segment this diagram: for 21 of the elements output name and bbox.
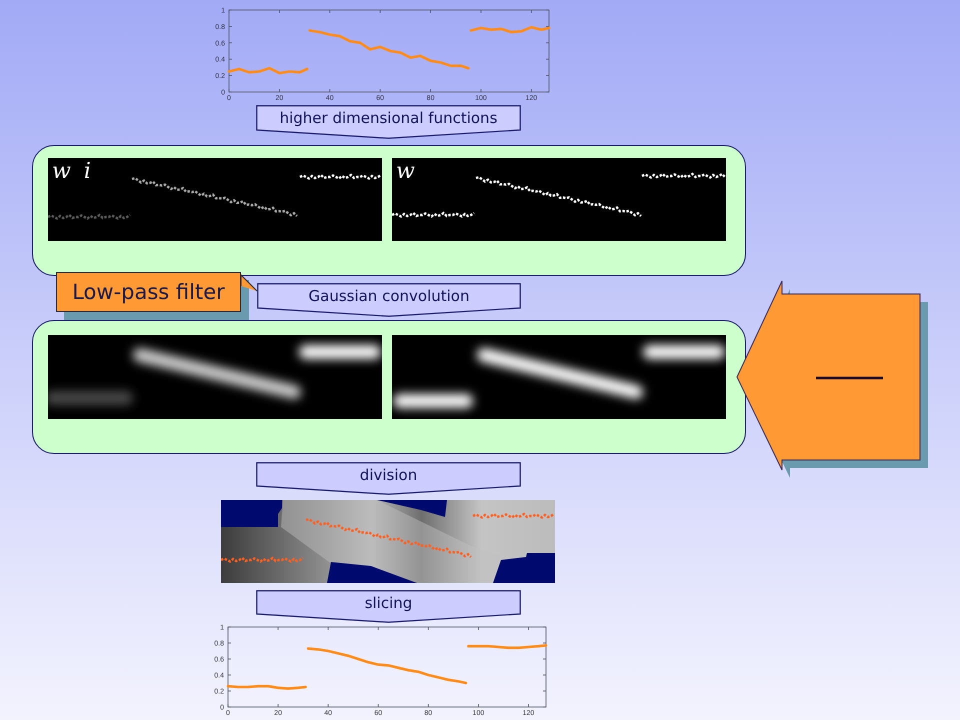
block-arrow xyxy=(736,279,930,479)
blurred-image xyxy=(48,335,382,419)
callout-pointer xyxy=(240,274,258,292)
dotted-line-image xyxy=(48,158,382,241)
step-label: Gaussian convolution xyxy=(308,287,470,305)
down-arrow-box xyxy=(256,105,521,139)
down-arrow-box xyxy=(257,283,521,317)
dotted-line-image xyxy=(392,158,726,241)
rounded-panel xyxy=(32,320,746,454)
step-label: division xyxy=(360,466,418,484)
blurred-image xyxy=(392,335,726,419)
down-arrow-box xyxy=(256,462,521,495)
step-label: higher dimensional functions xyxy=(280,109,498,127)
callout xyxy=(56,272,241,312)
down-arrow-box xyxy=(256,590,521,623)
math-label: w xyxy=(396,159,415,185)
callout-text: Low-pass filter xyxy=(72,280,225,304)
math-label: w i xyxy=(52,159,91,185)
step-label: slicing xyxy=(364,594,412,612)
rounded-panel xyxy=(32,145,746,276)
heatmap-image xyxy=(221,500,555,583)
